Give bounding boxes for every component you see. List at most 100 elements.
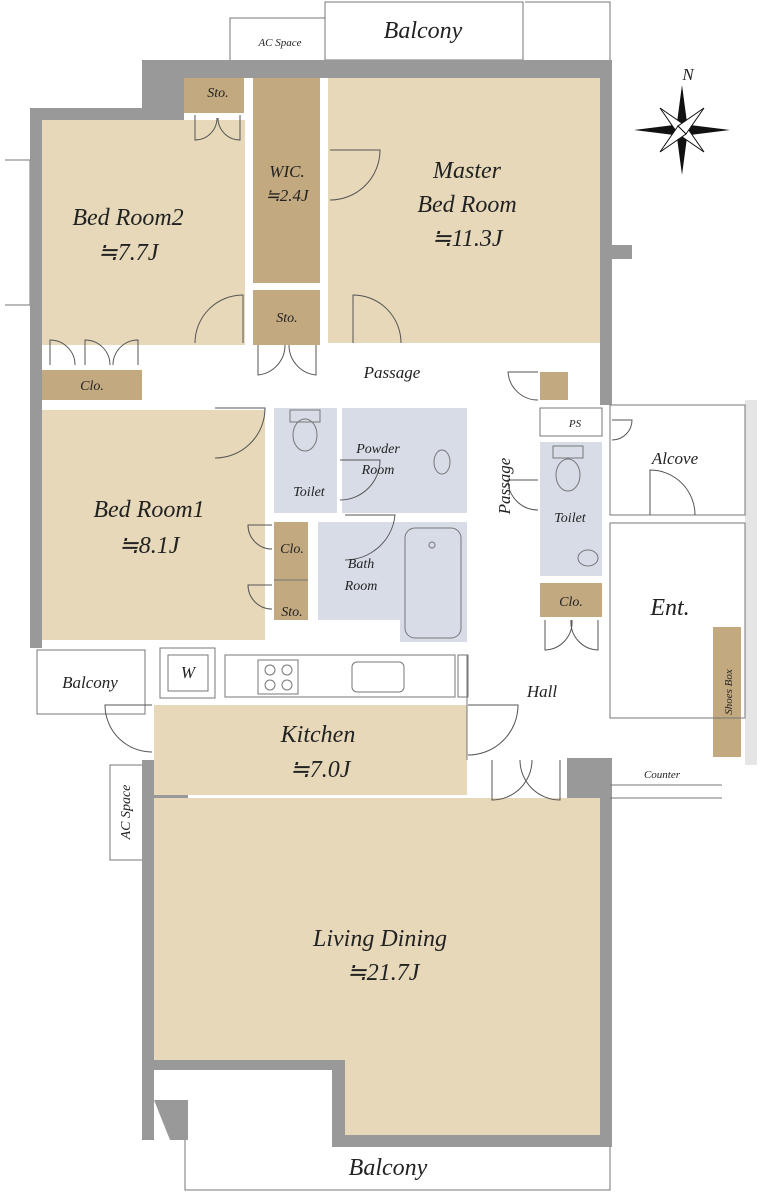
balcony-bottom-outline xyxy=(184,1140,611,1191)
label-storage-bed-room-1: Sto. xyxy=(281,605,302,620)
label-kitchen-size: ≒7.0J xyxy=(290,757,352,783)
label-shoes-box: Shoes Box xyxy=(723,669,735,715)
kitchen-sink xyxy=(351,661,405,693)
storage-top xyxy=(184,78,244,113)
door-alcove-small xyxy=(611,419,633,441)
burner-3 xyxy=(264,679,276,691)
door-living-2 xyxy=(519,759,561,801)
label-alcove: Alcove xyxy=(651,449,699,468)
room-bed-room-1 xyxy=(42,410,265,640)
door-storage-mid-2 xyxy=(288,344,317,376)
ps-shaft-fill xyxy=(540,372,568,400)
wall-corner-nw xyxy=(142,60,184,120)
door-closet-1 xyxy=(49,339,76,366)
label-living-dining: Living Dining xyxy=(312,926,447,952)
door-ps xyxy=(507,371,539,401)
label-powder-line2: Room xyxy=(361,463,395,478)
bay-window-outline xyxy=(5,159,31,306)
label-storage-middle: Sto. xyxy=(276,311,297,326)
label-passage-vertical: Passage xyxy=(495,457,514,515)
balcony-left-outline xyxy=(36,649,146,715)
washer-box xyxy=(167,654,209,692)
label-wic-size: ≒2.4J xyxy=(265,186,310,205)
toilet-right-bowl xyxy=(555,458,581,492)
ps-box xyxy=(539,407,603,437)
label-master-line2: Bed Room xyxy=(417,192,516,218)
label-hall: Hall xyxy=(526,682,558,701)
kitchen-tall-unit xyxy=(457,654,469,698)
kitchen-stove xyxy=(257,659,299,695)
label-ac-space-top: AC Space xyxy=(257,37,301,49)
label-compass-north: N xyxy=(681,65,695,84)
burner-2 xyxy=(281,664,293,676)
bathtub-drain xyxy=(428,541,436,549)
toilet-right-tank xyxy=(552,445,584,459)
shoes-box xyxy=(713,627,741,757)
wall-west-lower xyxy=(142,760,154,1140)
label-closet-bed-room-2: Clo. xyxy=(80,379,104,394)
room-bed-room-2-ext xyxy=(183,120,245,345)
balcony-top-rail xyxy=(525,1,611,60)
label-washer: W xyxy=(181,663,197,682)
entrance-box xyxy=(609,522,746,719)
label-living-dining-size: ≒21.7J xyxy=(347,960,421,986)
label-wic: WIC. xyxy=(269,162,304,181)
alcove-box xyxy=(609,404,746,516)
door-bed-room-2 xyxy=(194,294,244,344)
door-alcove xyxy=(649,469,696,516)
wall-west-upper xyxy=(30,108,42,648)
door-toilet-right xyxy=(507,479,539,511)
label-powder-line1: Powder xyxy=(355,442,400,457)
label-passage-horizontal: Passage xyxy=(363,363,421,382)
fixtures xyxy=(159,404,746,799)
door-master xyxy=(352,294,402,344)
door-closet-3 xyxy=(112,339,139,366)
toilet-left-tank xyxy=(289,409,321,423)
wall-south xyxy=(345,1135,612,1147)
toilet-left-bowl xyxy=(292,418,318,452)
label-ac-space-left: AC Space xyxy=(119,785,134,841)
label-kitchen: Kitchen xyxy=(280,722,356,748)
door-bath xyxy=(344,514,396,561)
wall-north xyxy=(142,60,612,78)
burner-4 xyxy=(281,679,293,691)
label-closet-right: Clo. xyxy=(559,595,583,610)
label-toilet-right: Toilet xyxy=(554,511,586,526)
door-closet-right-2 xyxy=(570,619,599,651)
label-entrance: Ent. xyxy=(649,595,689,621)
room-living-dining xyxy=(154,798,600,1135)
door-bed-1-storage xyxy=(247,584,273,610)
door-kitchen-balcony xyxy=(104,704,153,753)
label-master-line1: Master xyxy=(432,158,502,184)
washer-pan xyxy=(159,647,216,699)
wall-east-lower xyxy=(600,760,612,1140)
label-toilet-left: Toilet xyxy=(293,485,325,500)
room-labels: Balcony AC Space Sto. WIC. ≒2.4J Master … xyxy=(62,18,735,1181)
label-bath-line2: Room xyxy=(344,579,378,594)
wall-corner-living-ne xyxy=(567,758,612,798)
toilet-basin xyxy=(577,549,599,567)
door-bed-room-1 xyxy=(214,407,266,459)
compass-rose-icon xyxy=(634,85,730,175)
door-bed-1-closet xyxy=(247,524,273,550)
wall-entry-east xyxy=(745,400,757,765)
door-master-wic xyxy=(329,149,381,201)
burner-1 xyxy=(264,664,276,676)
label-counter: Counter xyxy=(644,769,681,781)
label-bed-room-1: Bed Room1 xyxy=(93,497,204,523)
label-balcony-top: Balcony xyxy=(384,18,463,44)
label-balcony-bottom: Balcony xyxy=(349,1155,428,1181)
door-closet-right-1 xyxy=(544,619,573,651)
kitchen-counter xyxy=(224,654,456,698)
wall-south-step xyxy=(332,1060,345,1147)
label-master-size: ≒11.3J xyxy=(431,226,503,252)
label-balcony-left: Balcony xyxy=(62,673,118,692)
door-storage-top-2 xyxy=(217,115,241,141)
bathtub-area xyxy=(400,522,467,642)
label-bed-room-2: Bed Room2 xyxy=(72,205,183,231)
storage-middle xyxy=(253,290,320,345)
room-toilet-left xyxy=(274,408,337,513)
label-closet-bed-room-1: Clo. xyxy=(280,542,304,557)
door-kitchen-hall xyxy=(467,704,519,756)
